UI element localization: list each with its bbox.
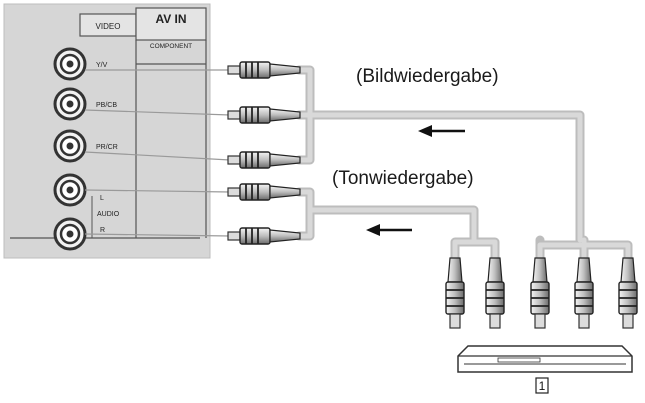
component-header-label: COMPONENT (150, 43, 192, 50)
device-plug-4 (574, 257, 594, 329)
tv-plug-5 (227, 227, 301, 245)
video-caption: (Bildwiedergabe) (356, 66, 499, 87)
audio-signal-arrow (366, 224, 412, 236)
av-in-header-label: AV IN (155, 12, 186, 26)
tv-terminal-panel: VIDEO AV IN COMPONENT (3, 3, 211, 259)
rca-jack-1 (53, 47, 87, 81)
jack-labels: Y/V PB/CB PR/CR L R AUDIO (84, 62, 231, 237)
rca-jack-3 (53, 129, 87, 163)
jack-label-2: PB/CB (96, 102, 117, 109)
device-number-label: 1 (539, 379, 546, 393)
audio-cable-bundle (294, 187, 500, 267)
jack-label-1: Y/V (96, 62, 108, 69)
rca-jack-5 (53, 217, 87, 251)
device-plug-5 (618, 257, 638, 329)
audio-caption: (Tonwiedergabe) (332, 168, 474, 189)
playback-device (457, 345, 633, 373)
device-side-plugs (445, 257, 638, 329)
rca-jack-4 (53, 173, 87, 207)
tv-side-plugs (227, 61, 301, 245)
device-plug-3 (530, 257, 550, 329)
rca-jack-2 (53, 87, 87, 121)
audio-label: AUDIO (97, 211, 120, 218)
jack-label-3: PR/CR (96, 144, 118, 151)
tv-plug-1 (227, 61, 301, 79)
jack-label-5: R (100, 227, 105, 234)
video-header-label: VIDEO (96, 22, 121, 31)
device-plug-1 (445, 257, 465, 329)
cables (294, 65, 633, 267)
tv-plug-4 (227, 183, 301, 201)
rca-jacks (53, 47, 87, 251)
device-number-box: 1 (535, 377, 549, 394)
tv-plug-2 (227, 106, 301, 124)
jack-label-4: L (100, 195, 104, 202)
device-plug-2 (485, 257, 505, 329)
video-signal-arrow (418, 125, 465, 137)
tv-plug-3 (227, 151, 301, 169)
